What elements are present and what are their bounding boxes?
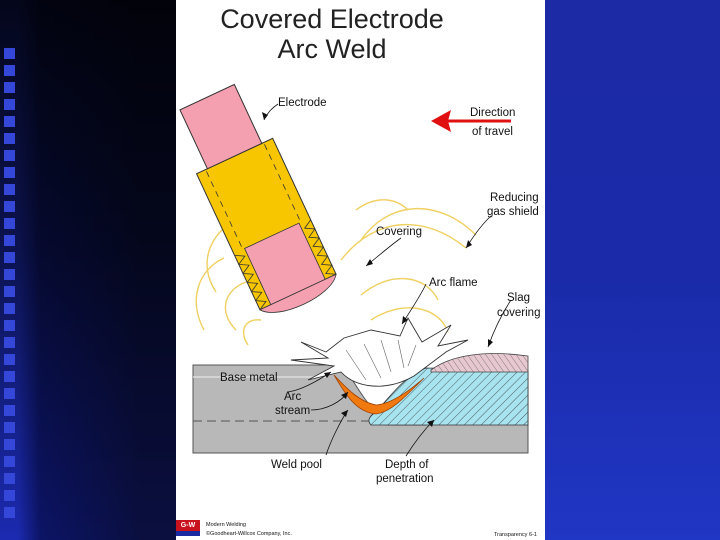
diagram-title: Covered Electrode Arc Weld <box>176 4 488 64</box>
electrode <box>179 83 337 313</box>
label-base-metal: Base metal <box>220 372 278 384</box>
decorative-squares <box>4 48 20 528</box>
label-slag-line1: Slag <box>507 292 530 304</box>
label-depth-line2: penetration <box>376 473 434 485</box>
background-right <box>545 0 720 540</box>
weld-diagram: Electrode Direction of travel Reducing g… <box>179 83 540 538</box>
slag-covering <box>430 353 529 373</box>
label-slag-line2: covering <box>497 307 540 319</box>
label-covering: Covering <box>376 226 422 238</box>
footer-transparency: Transparency 6-1 <box>494 532 537 538</box>
transparency-panel: Covered Electrode Arc Weld <box>176 0 545 540</box>
label-reducing-line1: Reducing <box>490 192 539 204</box>
label-arc-line2: stream <box>275 405 310 417</box>
label-direction-line1: Direction <box>470 107 515 119</box>
background-left <box>0 0 178 540</box>
footer-publisher: ©Goodheart-Willcox Company, Inc. <box>206 530 292 537</box>
label-electrode: Electrode <box>278 97 327 109</box>
label-arc-line1: Arc <box>284 391 302 403</box>
weld-pool <box>333 374 425 415</box>
gw-logo-strip <box>176 531 200 536</box>
title-line-1: Covered Electrode <box>220 4 444 34</box>
footer-book: Modern Welding <box>206 522 246 528</box>
direction-arrow <box>431 110 511 132</box>
label-weld-pool: Weld pool <box>271 459 322 471</box>
title-line-2: Arc Weld <box>277 34 387 64</box>
arc-flame <box>290 317 469 387</box>
label-depth-line1: Depth of <box>385 459 429 471</box>
label-direction-line2: of travel <box>472 126 513 138</box>
label-reducing-line2: gas shield <box>487 206 539 218</box>
leader-arrowheads <box>262 112 493 427</box>
label-arc-flame: Arc flame <box>429 277 478 289</box>
